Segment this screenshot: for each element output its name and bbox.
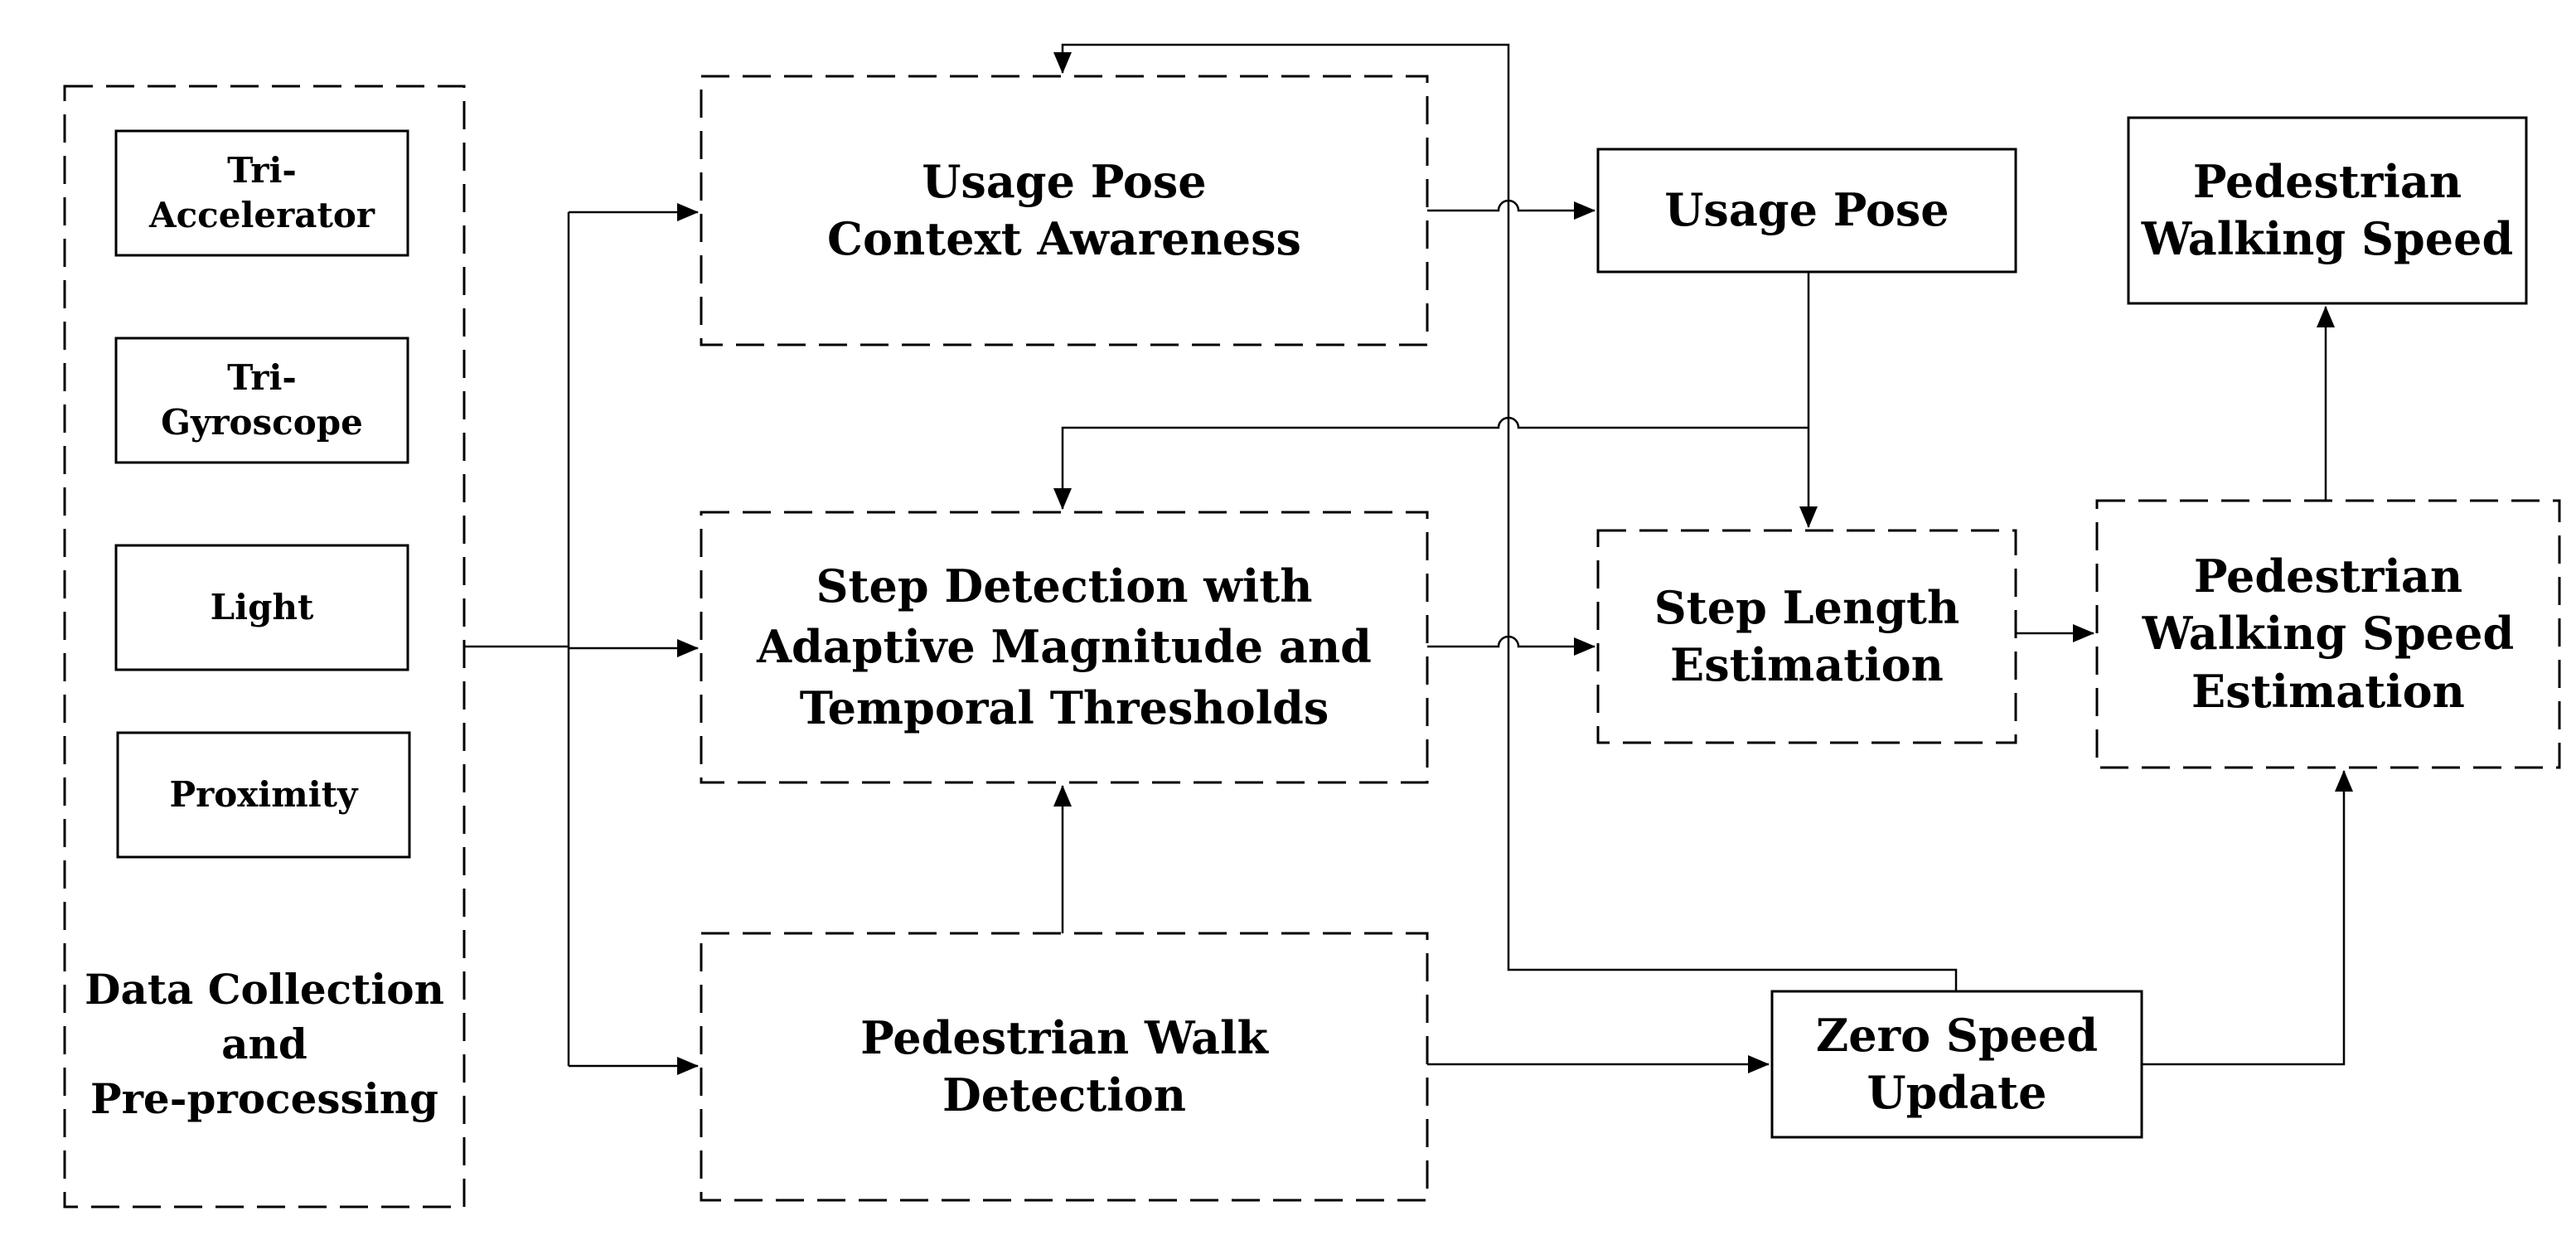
proximity-box [116,731,411,859]
step-detection-label: Step Detection with Adaptive Magnitude a… [757,559,1372,734]
gyroscope-box [114,337,409,464]
walking-speed-box [2127,116,2528,305]
edge-zero-speed-feedback [1053,43,1958,991]
light-box [114,544,409,671]
accelerometer-box [114,129,409,257]
data-collection-label: Data Collection and Pre-processing [85,965,444,1123]
edge-zero-speed-to-speed-estimation [2142,770,2353,1066]
edge-usage-pose-to-step-detection [1053,416,1809,510]
speed-estimation-label: Pedestrian Walking Speed Estimation [2142,550,2515,718]
edge-usage-context-to-usage-pose [1427,199,1595,220]
accelerometer-label: Tri- Accelerator [148,150,375,235]
step-length-label: Step Length Estimation [1654,580,1960,691]
light-label: Light [210,587,314,628]
speed-estimation-box [2095,499,2561,769]
usage-pose-context-label: Usage Pose Context Awareness [827,154,1301,265]
proximity-label: Proximity [169,774,358,816]
zero-speed-label: Zero Speed Update [1815,1008,2099,1119]
usage-pose-label: Usage Pose [1664,183,1949,237]
gyroscope-label: Tri- Gyroscope [161,357,363,443]
walk-detection-label: Pedestrian Walk Detection [860,1010,1268,1121]
usage-pose-box [1596,148,2017,274]
step-length-box [1596,529,2017,744]
edge-step-detection-to-step-length [1427,635,1595,656]
walking-speed-label: Pedestrian Walking Speed [2141,154,2514,265]
